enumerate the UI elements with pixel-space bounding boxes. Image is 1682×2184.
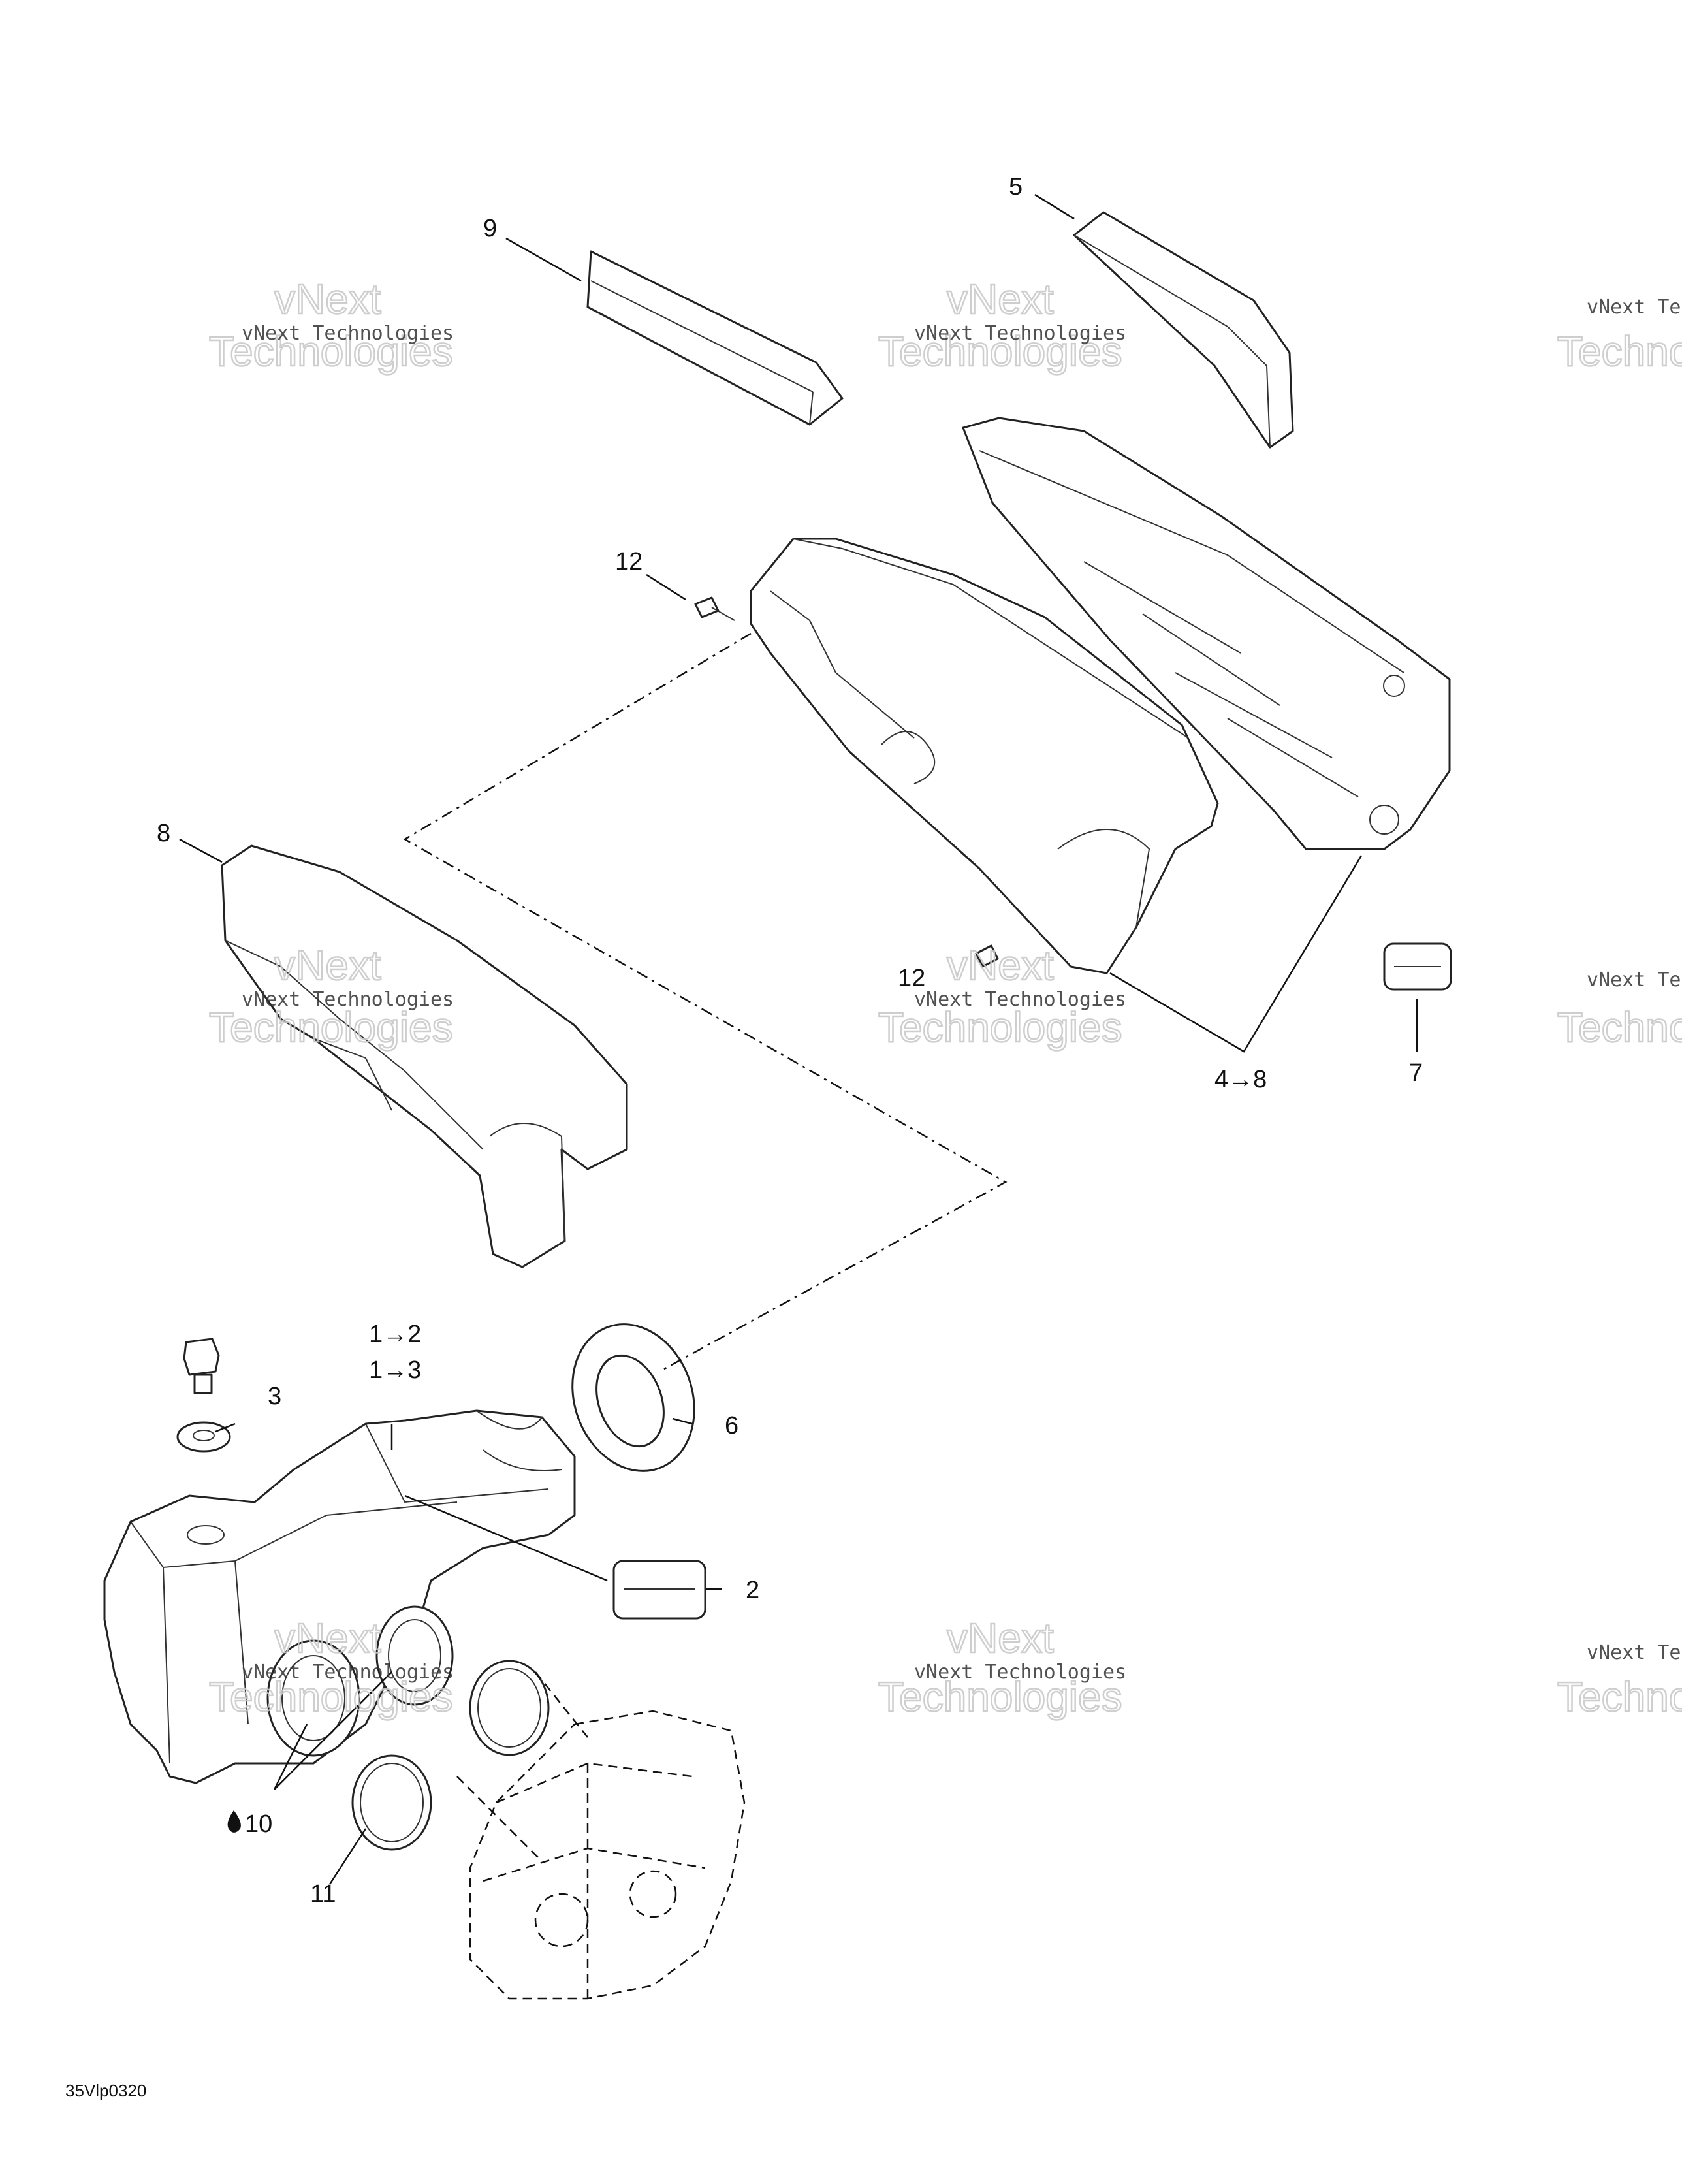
svg-text:vNext: vNext [947, 1614, 1054, 1662]
svg-text:vNext Technologies: vNext Technologies [242, 988, 454, 1011]
svg-text:vNext Technologies: vNext Technologies [1587, 1641, 1682, 1664]
drop-icon [227, 1810, 241, 1833]
part-11-clamp-b[interactable] [351, 1754, 432, 1851]
callout-5: 5 [1009, 173, 1023, 201]
part-3-grommet[interactable] [176, 1421, 231, 1453]
callout-12-upper: 12 [615, 548, 643, 575]
part-2-label[interactable] [612, 1560, 706, 1620]
callout-8: 8 [157, 820, 170, 847]
callout-12-lower: 12 [898, 965, 925, 992]
part-air-silencer-base[interactable] [962, 417, 1451, 850]
svg-text:vNext Technologies: vNext Technologies [914, 988, 1126, 1011]
callout-10: 10 [245, 1810, 272, 1838]
part-5-foam-strip[interactable] [1073, 211, 1294, 449]
svg-text:Technologies: Technologies [878, 1673, 1122, 1720]
svg-text:Technologies: Technologies [1557, 328, 1682, 375]
part-bolt[interactable] [183, 1338, 220, 1394]
svg-text:Technologies: Technologies [1557, 1673, 1682, 1720]
engine-outline [469, 1710, 746, 2000]
callout-1-3: 1→3 [369, 1357, 421, 1384]
svg-text:vNext Technologies: vNext Technologies [914, 1661, 1126, 1684]
callout-9: 9 [483, 215, 497, 242]
part-8-intake-duct[interactable] [221, 844, 628, 1268]
svg-text:vNext Technologies: vNext Technologies [242, 322, 454, 345]
callout-1-2: 1→2 [369, 1321, 421, 1348]
svg-text:vNext Technologies: vNext Technologies [242, 1661, 454, 1684]
svg-text:vNext: vNext [274, 276, 381, 323]
svg-text:vNext: vNext [947, 942, 1054, 989]
svg-text:Technologies: Technologies [209, 328, 453, 375]
callouts: 9 5 12 8 12 4→8 7 1→2 1→3 3 6 2 10 11 [157, 173, 1423, 1908]
svg-text:vNext Technologies: vNext Technologies [1587, 969, 1682, 991]
svg-text:Technologies: Technologies [209, 1673, 453, 1720]
drawing-code: 35Vlp0320 [65, 2081, 146, 2100]
callout-3: 3 [268, 1383, 281, 1410]
callout-4-8: 4→8 [1214, 1066, 1267, 1093]
svg-text:vNext: vNext [274, 1614, 381, 1662]
callout-11: 11 [310, 1880, 336, 1908]
leader-lines [179, 193, 1418, 1885]
part-11-clamp-a[interactable] [469, 1660, 550, 1756]
callout-2: 2 [746, 1577, 759, 1604]
watermarks: Technologies vNext vNext Technologies Te… [208, 275, 1682, 1722]
svg-text:vNext Technologies: vNext Technologies [914, 322, 1126, 345]
svg-text:vNext Technologies: vNext Technologies [1587, 296, 1682, 319]
svg-text:vNext: vNext [274, 942, 381, 989]
assembly-lines [403, 632, 1008, 1862]
svg-text:Technologies: Technologies [878, 328, 1122, 375]
part-air-silencer-cover[interactable] [750, 538, 1219, 974]
svg-text:Technologies: Technologies [209, 1004, 453, 1051]
part-6-gasket-ring[interactable] [552, 1307, 714, 1488]
part-12-screw-upper[interactable] [694, 596, 735, 621]
callout-6: 6 [725, 1412, 738, 1439]
part-9-foam-strip[interactable] [586, 250, 844, 426]
callout-7: 7 [1409, 1059, 1423, 1087]
part-7-label[interactable] [1383, 942, 1452, 991]
svg-text:Technologies: Technologies [878, 1004, 1122, 1051]
svg-text:Technologies: Technologies [1557, 1004, 1682, 1051]
svg-text:vNext: vNext [947, 276, 1054, 323]
part-12-screw-lower[interactable] [975, 944, 999, 968]
